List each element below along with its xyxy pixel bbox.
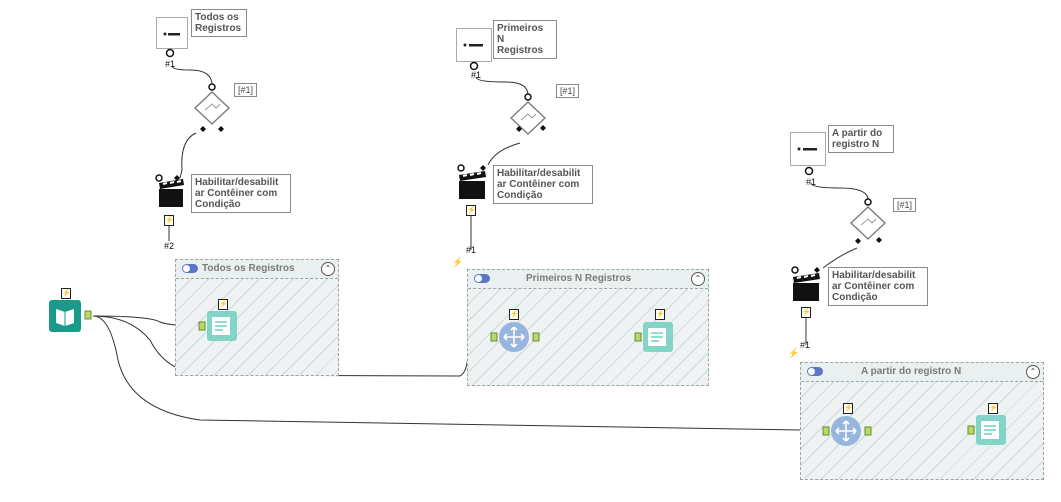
text-input-icon (163, 32, 180, 36)
container-toggle[interactable] (807, 367, 823, 376)
collapse-icon[interactable]: ⌃ (691, 272, 705, 286)
formula-tag-2: [#1] (556, 84, 580, 98)
container-header: A partir do registro N ⌃ (801, 363, 1043, 382)
control-container-tool-1[interactable] (153, 173, 189, 213)
lightning-badge-cond-3: ⚡ (801, 307, 811, 318)
condition-tool-1[interactable] (190, 83, 234, 135)
text-input-icon (463, 43, 483, 47)
wire-condition-to-control-1 (179, 132, 197, 179)
wire-input-all-to-condition (171, 65, 213, 86)
lightning-badge-browse-3: ⚡ (988, 403, 998, 414)
output-anchor-icon (165, 48, 175, 58)
control-container-tool-3[interactable] (789, 265, 825, 305)
container-title: Primeiros N Registros (526, 273, 632, 284)
lightning-badge-browse-1: ⚡ (218, 299, 228, 310)
lightning-anchor-2: ⚡ (452, 257, 464, 267)
browse-tool-1[interactable] (197, 310, 241, 342)
container-header: Primeiros N Registros ⌃ (468, 270, 708, 289)
container-title: Todos os Registros (202, 263, 295, 274)
select-tool-3[interactable] (821, 414, 875, 448)
lightning-badge-cond-1: ⚡ (164, 215, 174, 226)
label-input-all: Todos os Registros (191, 9, 247, 37)
formula-tag-1: [#1] (234, 83, 258, 97)
container-toggle[interactable] (474, 274, 490, 283)
anchor-label-b2: #1 (466, 245, 477, 255)
lightning-badge-cond-2: ⚡ (466, 205, 476, 216)
lightning-badge-select-3: ⚡ (843, 403, 853, 414)
condition-tool-3[interactable] (846, 198, 890, 250)
lightning-badge-input-data: ⚡ (61, 288, 71, 299)
output-anchor-icon (469, 61, 479, 71)
output-anchor-icon (804, 166, 814, 176)
browse-tool-3[interactable] (966, 414, 1010, 446)
container-todos-registros[interactable]: Todos os Registros ⌃ (175, 259, 339, 376)
input-data-tool[interactable] (48, 299, 96, 333)
browse-tool-2[interactable] (633, 321, 677, 353)
anchor-label-b3: #1 (800, 340, 811, 350)
label-control-container-2: Habilitar/desabilit ar Contêiner com Con… (493, 165, 593, 204)
wire-data-to-select-3 (92, 315, 826, 431)
label-control-container-3: Habilitar/desabilit ar Contêiner com Con… (828, 267, 928, 306)
text-input-icon (797, 147, 817, 151)
lightning-badge-browse-2: ⚡ (655, 309, 665, 320)
wire-input-fromn-to-condition (810, 182, 869, 201)
anchor-label-a3: #1 (806, 177, 817, 187)
collapse-icon[interactable]: ⌃ (1026, 365, 1040, 379)
wire-condition-to-control-3 (822, 247, 858, 269)
label-input-firstn: Primeiros N Registros (493, 20, 557, 59)
container-title: A partir do registro N (861, 366, 962, 377)
control-container-tool-2[interactable] (455, 163, 491, 203)
label-control-container-1: Habilitar/desabilit ar Contêiner com Con… (191, 174, 291, 213)
collapse-icon[interactable]: ⌃ (321, 262, 335, 276)
input-tool-all[interactable] (156, 17, 188, 49)
input-tool-fromn[interactable] (790, 132, 826, 166)
condition-tool-2[interactable] (506, 93, 550, 145)
formula-tag-3: [#1] (893, 198, 917, 212)
wire-input-firstn-to-condition (475, 76, 529, 96)
input-tool-firstn[interactable] (456, 28, 492, 62)
label-input-fromn: A partir do registro N (828, 125, 894, 153)
anchor-label-a1: #1 (165, 59, 176, 69)
container-toggle[interactable] (182, 264, 198, 273)
lightning-anchor-3: ⚡ (788, 348, 800, 358)
container-header: Todos os Registros ⌃ (176, 260, 338, 279)
wire-condition-to-control-2 (487, 142, 521, 166)
select-tool-2[interactable] (489, 320, 543, 354)
lightning-badge-select-2: ⚡ (509, 309, 519, 320)
anchor-label-b1: #2 (164, 241, 175, 251)
anchor-label-a2: #1 (471, 70, 482, 80)
